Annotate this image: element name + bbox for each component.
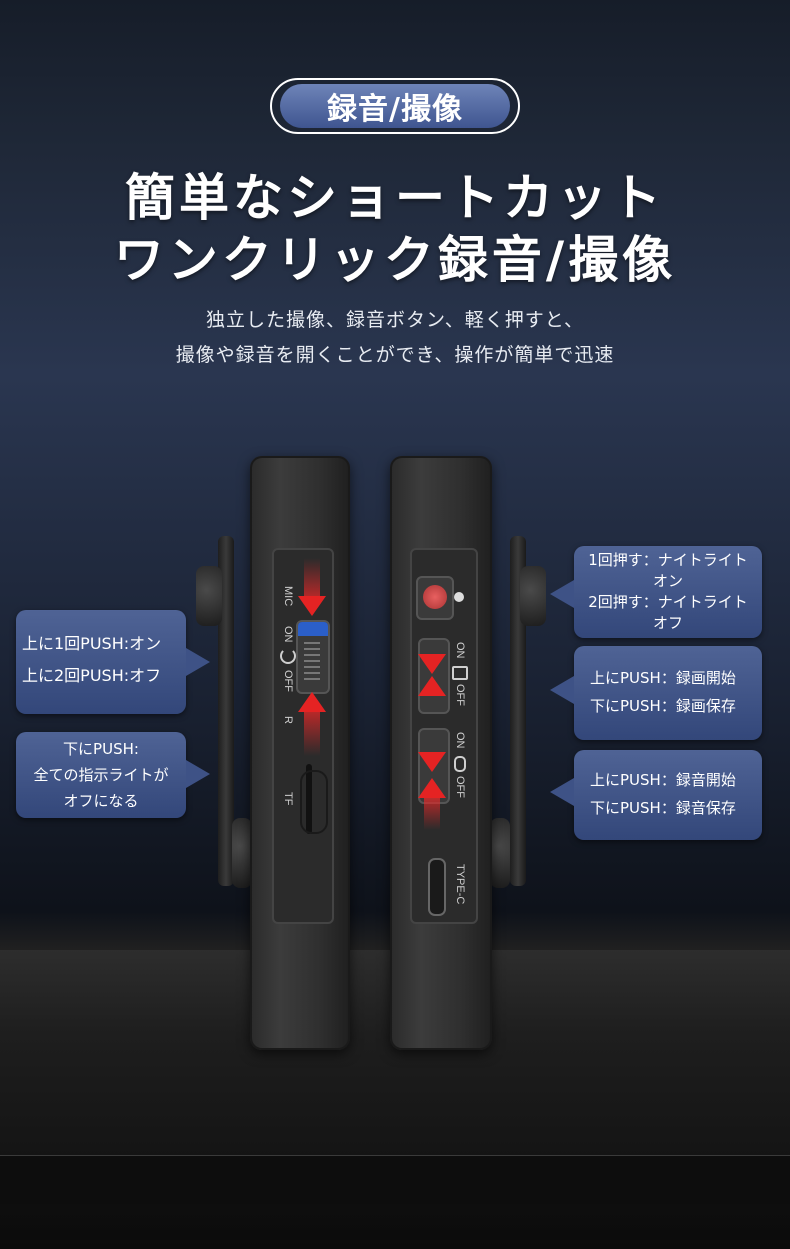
usb-c-port[interactable] (428, 858, 446, 916)
callout-night-line-3: 2回押す：ナイトライト (588, 593, 748, 611)
section-badge-label: 録音/撮像 (280, 84, 510, 128)
left-device-knob (196, 566, 222, 626)
callout-lights-off: 下にPUSH: 全ての指示ライトが オフになる (16, 732, 186, 818)
right-device-knob (520, 566, 546, 626)
video-arrow-up (418, 676, 446, 696)
audio-arrow-up (418, 778, 446, 798)
bulb-icon (454, 592, 464, 602)
r-label: R (282, 716, 294, 724)
callout-night-tail (550, 580, 574, 608)
callout-power-switch: 上に1回PUSH:オン 上に2回PUSH:オフ (16, 610, 186, 714)
audio-arrow-down (418, 752, 446, 772)
callout-night-line-1: 1回押す：ナイトライト (588, 551, 748, 569)
night-light-button-center (423, 585, 447, 609)
mic-label: MIC (282, 586, 294, 607)
audio-off-label: OFF (454, 776, 466, 798)
power-arrow-down (298, 596, 326, 616)
left-device-clip (218, 536, 234, 886)
callout-video-tail (550, 676, 574, 704)
video-on-label: ON (454, 642, 466, 659)
power-switch[interactable] (296, 620, 330, 694)
callout-video-record: 上にPUSH：録画開始 下にPUSH：録画保存 (574, 646, 762, 740)
callout-power-line-1: 上に1回PUSH:オン (22, 634, 162, 653)
callout-audio-line-1: 上にPUSH：録音開始 (590, 771, 736, 789)
callout-video-line-1: 上にPUSH：録画開始 (590, 669, 736, 687)
video-arrow-down (418, 654, 446, 674)
type-c-label: TYPE-C (454, 864, 466, 905)
callout-lights-line-3: オフになる (63, 792, 139, 810)
tf-label: TF (282, 792, 294, 806)
video-off-label: OFF (454, 684, 466, 706)
headline-line-2: ワンクリック録音/撮像 (113, 231, 677, 289)
callout-night-line-2: オン (652, 572, 683, 590)
callout-lights-line-1: 下にPUSH: (63, 740, 139, 758)
audio-arrow-trail (424, 798, 440, 830)
left-device-hinge (232, 818, 252, 888)
power-switch-indicator (298, 622, 328, 636)
tf-card-slot[interactable] (306, 764, 312, 834)
section-badge: 録音/撮像 (270, 78, 520, 134)
camera-icon (452, 666, 468, 680)
callout-night-line-4: オフ (652, 614, 683, 632)
callout-power-line-2: 上に2回PUSH:オフ (22, 666, 162, 685)
headline-line-1: 簡単なショートカット (125, 169, 665, 227)
power-arrow-up (298, 692, 326, 712)
power-arrow-trail-up (304, 712, 320, 756)
callout-power-tail (186, 648, 210, 676)
audio-on-label: ON (454, 732, 466, 749)
microphone-icon (454, 756, 466, 772)
callout-audio-tail (550, 778, 574, 806)
callout-audio-record: 上にPUSH：録音開始 下にPUSH：録音保存 (574, 750, 762, 840)
on-label: ON (282, 626, 294, 643)
callout-lights-tail (186, 760, 210, 788)
callout-night-light: 1回押す：ナイトライト オン 2回押す：ナイトライト オフ (574, 546, 762, 638)
off-label: OFF (282, 670, 294, 692)
description-line-1: 独立した撮像、録音ボタン、軽く押すと、 (205, 309, 585, 331)
callout-lights-line-2: 全ての指示ライトが (33, 766, 169, 784)
tf-slot-ring (300, 770, 328, 834)
callout-video-line-2: 下にPUSH：録画保存 (590, 697, 736, 715)
power-arrow-trail-down (304, 558, 320, 598)
power-switch-grip (304, 642, 320, 684)
callout-audio-line-2: 下にPUSH：録音保存 (590, 799, 736, 817)
right-device-hinge (490, 818, 510, 888)
description-line-2: 撮像や録音を開くことができ、操作が簡単で迅速 (175, 344, 615, 366)
night-light-button[interactable] (416, 576, 454, 620)
floor-edge (0, 1155, 790, 1204)
power-icon (280, 648, 296, 664)
